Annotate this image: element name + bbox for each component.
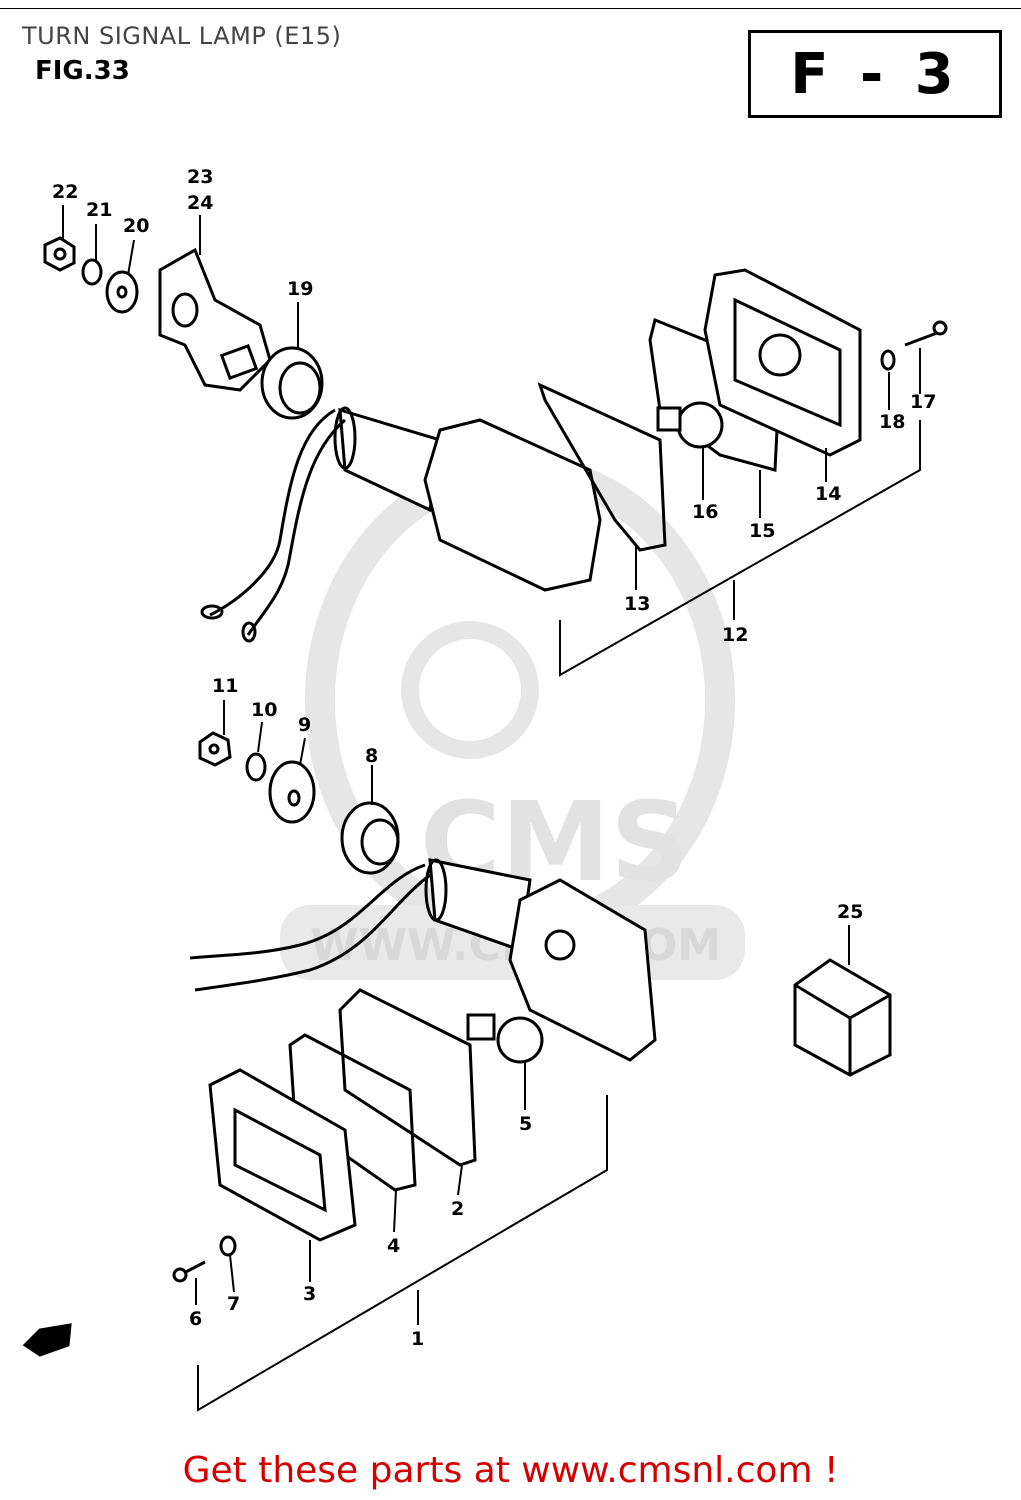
callout-25: 25 bbox=[837, 901, 863, 923]
callout-labels: 22 21 20 23 24 19 17 18 14 16 15 13 12 1… bbox=[52, 166, 936, 1350]
callout-11: 11 bbox=[212, 675, 238, 697]
front-arrow-icon bbox=[22, 1323, 72, 1357]
callout-15: 15 bbox=[749, 520, 775, 542]
lamp-stem-upper bbox=[338, 407, 442, 513]
wire-lower-1 bbox=[189, 863, 426, 960]
gasket-13 bbox=[537, 382, 667, 552]
watermark-text-right: OM bbox=[640, 920, 721, 971]
gasket-2 bbox=[338, 988, 477, 1167]
callout-21: 21 bbox=[86, 199, 112, 221]
callout-13: 13 bbox=[624, 593, 650, 615]
washer-9 bbox=[268, 760, 316, 824]
callout-7: 7 bbox=[227, 1293, 240, 1315]
lens-14 bbox=[703, 268, 862, 457]
nut-22 bbox=[43, 236, 76, 272]
callout-17: 17 bbox=[910, 391, 936, 413]
callout-16: 16 bbox=[692, 501, 718, 523]
callout-5: 5 bbox=[519, 1113, 532, 1135]
lock-washer-10 bbox=[245, 752, 267, 782]
callout-19: 19 bbox=[287, 278, 313, 300]
callout-3: 3 bbox=[303, 1283, 316, 1305]
figure-number: FIG.33 bbox=[35, 56, 130, 86]
callout-6: 6 bbox=[189, 1308, 202, 1330]
upper-lamp-assembly bbox=[43, 236, 948, 643]
leader-lines bbox=[62, 205, 921, 1412]
bulb-5 bbox=[496, 1016, 544, 1064]
callout-8: 8 bbox=[365, 745, 378, 767]
callout-9: 9 bbox=[298, 714, 311, 736]
top-rule bbox=[0, 8, 1021, 9]
callout-22: 22 bbox=[52, 181, 78, 203]
page-code-box: F - 3 bbox=[748, 30, 1002, 118]
callout-20: 20 bbox=[123, 215, 149, 237]
callout-2: 2 bbox=[451, 1198, 464, 1220]
wire-upper-2 bbox=[246, 418, 346, 636]
callout-24: 24 bbox=[187, 192, 213, 214]
lock-washer-21 bbox=[81, 258, 103, 286]
callout-4: 4 bbox=[387, 1235, 400, 1257]
bracket-23-24 bbox=[158, 247, 272, 392]
callout-10: 10 bbox=[251, 699, 277, 721]
lamp-housing-12 bbox=[423, 418, 602, 592]
bulb-16 bbox=[676, 401, 724, 449]
callout-23: 23 bbox=[187, 166, 213, 188]
diagram-title: TURN SIGNAL LAMP (E15) bbox=[22, 22, 342, 50]
footer-link[interactable]: Get these parts at www.cmsnl.com ! bbox=[182, 1450, 839, 1491]
callout-18: 18 bbox=[879, 411, 905, 433]
wire-upper-1 bbox=[209, 408, 336, 617]
lamp-housing-lower bbox=[508, 878, 657, 1062]
washer-18 bbox=[880, 349, 896, 371]
washer-7 bbox=[219, 1235, 237, 1257]
callout-14: 14 bbox=[815, 483, 841, 505]
page-code: F - 3 bbox=[790, 41, 960, 107]
nut-11 bbox=[198, 731, 232, 767]
washer-20 bbox=[105, 270, 139, 314]
lens-3 bbox=[208, 1068, 357, 1242]
relay-25 bbox=[793, 958, 892, 1077]
lower-lamp-assembly bbox=[22, 731, 892, 1357]
callout-1: 1 bbox=[411, 1328, 424, 1350]
callout-12: 12 bbox=[722, 624, 748, 646]
